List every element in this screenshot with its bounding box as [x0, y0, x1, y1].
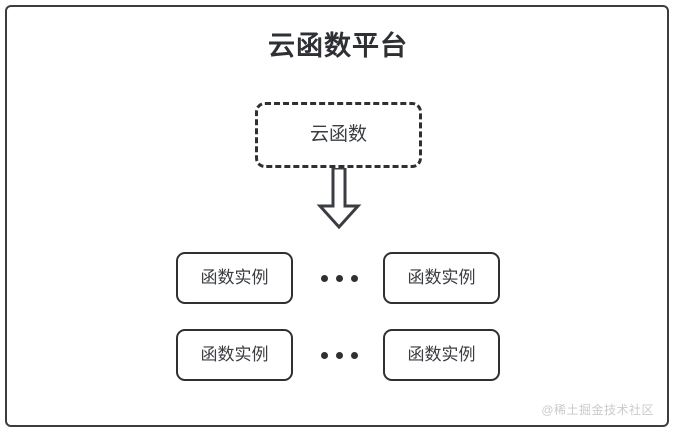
function-instance-label: 函数实例 — [200, 345, 269, 364]
ellipsis-dot — [321, 274, 328, 282]
ellipsis-dot — [351, 351, 358, 359]
function-instance-node: 函数实例 — [383, 252, 500, 304]
function-instance-label: 函数实例 — [407, 345, 476, 364]
function-instance-node: 函数实例 — [383, 329, 500, 381]
function-instance-node: 函数实例 — [176, 252, 293, 304]
ellipsis-dot — [321, 351, 328, 359]
watermark-text: @稀土掘金技术社区 — [541, 403, 654, 417]
down-block-arrow-icon — [313, 166, 365, 230]
function-instance-node: 函数实例 — [176, 329, 293, 381]
ellipsis-dot — [351, 274, 358, 282]
ellipsis-icon — [318, 329, 361, 381]
function-instance-label: 函数实例 — [407, 268, 476, 287]
function-instance-label: 函数实例 — [200, 268, 269, 287]
cloud-function-label: 云函数 — [309, 124, 367, 145]
cloud-function-node: 云函数 — [255, 102, 422, 168]
page-title: 云函数平台 — [268, 31, 408, 61]
ellipsis-icon — [318, 252, 361, 304]
instance-row: 函数实例 函数实例 — [0, 329, 676, 381]
ellipsis-dot — [336, 351, 343, 359]
ellipsis-dot — [336, 274, 343, 282]
instance-row: 函数实例 函数实例 — [0, 252, 676, 304]
